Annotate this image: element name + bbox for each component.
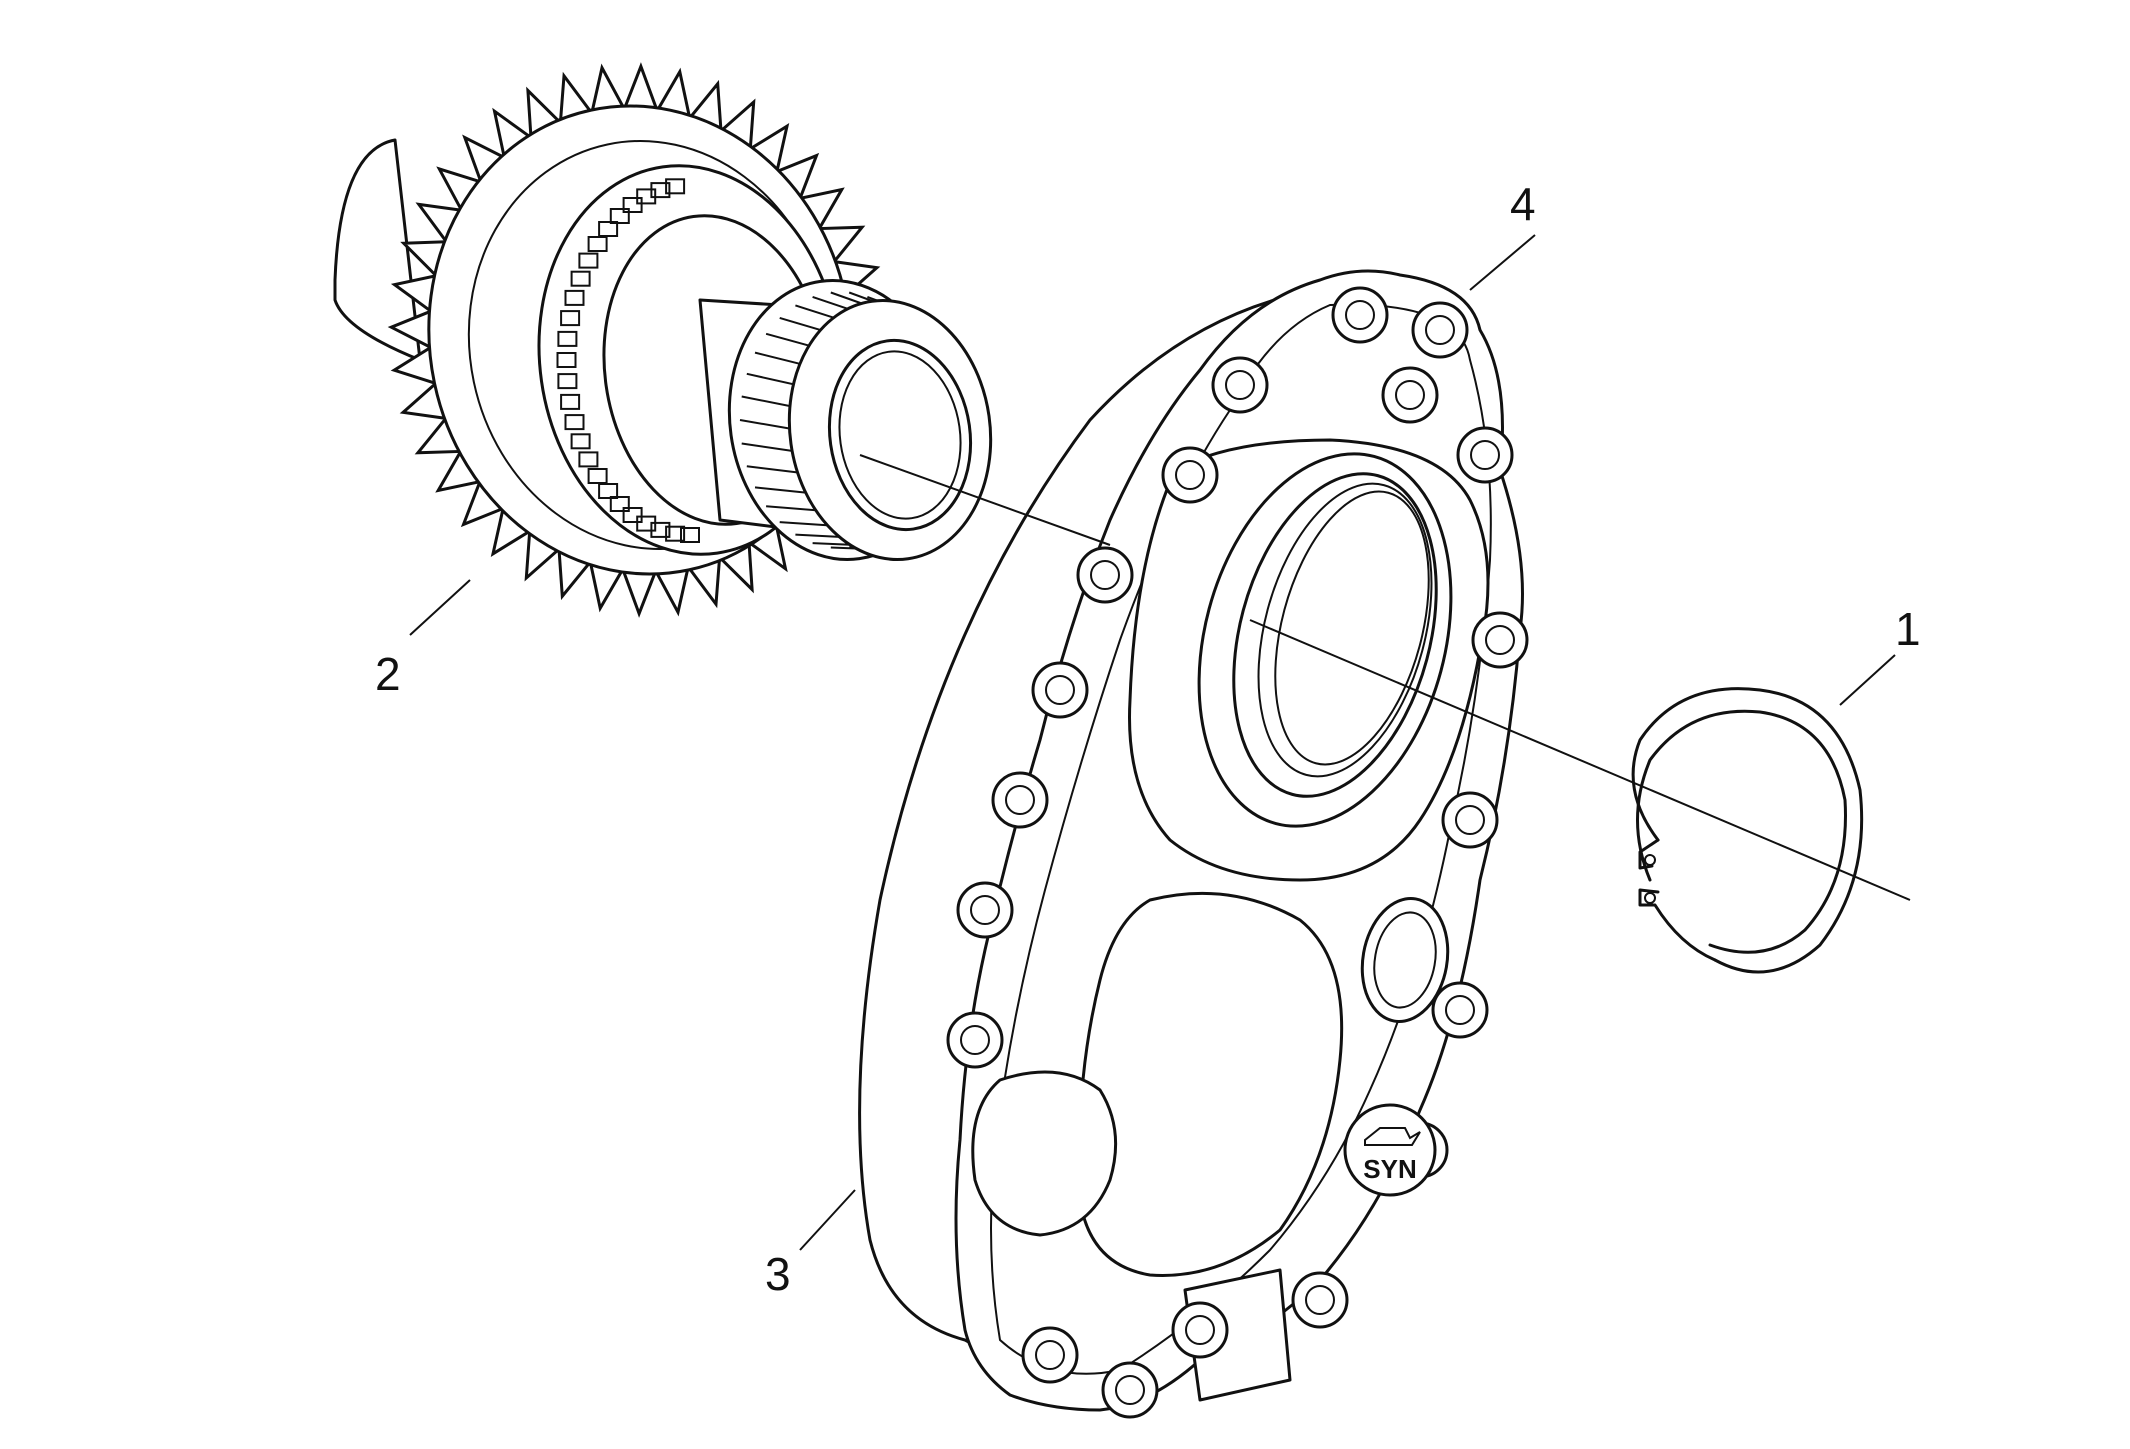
bearing-roller [560, 310, 581, 327]
callout-3: 3 [765, 1248, 791, 1300]
bolt-hole [1445, 995, 1475, 1025]
bolt-boss [1101, 1361, 1159, 1419]
gasket [858, 283, 1352, 1362]
centerline-gear [859, 454, 1111, 546]
bearing-roller [665, 525, 686, 542]
bearing-roller [560, 393, 581, 410]
hub-spline [766, 505, 823, 512]
helical-gear-assembly [333, 62, 993, 618]
bolt-boss [1441, 791, 1499, 849]
bolt-boss [1411, 301, 1469, 359]
centerline-cover [1249, 619, 1911, 901]
bolt-boss [991, 771, 1049, 829]
bearing-roller [587, 236, 608, 252]
bolt-hole [1005, 785, 1035, 815]
bolt-boss [1021, 1326, 1079, 1384]
bolt-boss [1076, 546, 1134, 604]
bearing-roller [564, 289, 585, 306]
bolt-hole [1035, 1340, 1065, 1370]
leader-line-3 [799, 1189, 856, 1251]
bearing-roller [598, 483, 619, 499]
bearing-roller [556, 352, 577, 368]
syn-logo-text: SYN [1363, 1154, 1416, 1184]
bolt-boss [1456, 426, 1514, 484]
bolt-hole [1425, 315, 1455, 345]
bolt-hole [1395, 380, 1425, 410]
bolt-boss [1381, 366, 1439, 424]
bolt-boss [1161, 446, 1219, 504]
leader-line-1 [1839, 654, 1896, 706]
bolt-boss [1291, 1271, 1349, 1329]
bolt-bosses [946, 286, 1529, 1419]
bolt-boss [1431, 981, 1489, 1039]
bearing-roller [636, 515, 657, 532]
syn-oil-logo: SYN [1343, 1103, 1437, 1197]
bearing-roller [578, 252, 599, 269]
bolt-hole [1470, 440, 1500, 470]
bolt-hole [1455, 805, 1485, 835]
bearing-roller [570, 270, 591, 287]
bolt-hole [1485, 625, 1515, 655]
bearing-roller [665, 178, 686, 195]
bearing-roller [598, 221, 619, 237]
bolt-boss [1211, 356, 1269, 414]
bearing-roller [578, 451, 599, 468]
bolt-boss [956, 881, 1014, 939]
bolt-hole [1305, 1285, 1335, 1315]
bearing-roller [622, 507, 643, 523]
snap-ring [1631, 687, 1864, 974]
hub-spline [746, 465, 805, 475]
oil-can-icon [1364, 1127, 1421, 1146]
bearing-roller [564, 414, 585, 431]
bolt-hole [1185, 1315, 1215, 1345]
bearing-roller [622, 197, 643, 213]
cover-housing [946, 269, 1529, 1419]
bolt-boss [946, 1011, 1004, 1069]
bearing-roller [680, 527, 700, 543]
bearing-roller [557, 330, 578, 347]
leader-line-2 [409, 579, 471, 636]
bolt-hole [1090, 560, 1120, 590]
leader-line-4 [1469, 234, 1536, 291]
bolt-hole [1115, 1375, 1145, 1405]
bolt-hole [1175, 460, 1205, 490]
hub-spline [754, 486, 812, 495]
bolt-hole [960, 1025, 990, 1055]
callout-2: 2 [375, 648, 401, 700]
bearing-rollers [556, 178, 700, 543]
bearing-roller [609, 208, 630, 224]
bolt-hole [970, 895, 1000, 925]
bearing-roller [650, 182, 671, 199]
callout-4: 4 [1510, 178, 1536, 230]
bolt-boss [1471, 611, 1529, 669]
callout-1: 1 [1895, 603, 1921, 655]
bearing-roller [587, 468, 608, 484]
hub-spline [741, 442, 800, 453]
bolt-boss [1331, 286, 1389, 344]
bearing-roller [609, 496, 630, 512]
bearing-roller [570, 433, 591, 450]
bearing-roller [557, 373, 578, 390]
bolt-boss [1031, 661, 1089, 719]
bolt-boss [1171, 1301, 1229, 1359]
bolt-hole [1225, 370, 1255, 400]
bolt-hole [1045, 675, 1075, 705]
bolt-hole [1345, 300, 1375, 330]
